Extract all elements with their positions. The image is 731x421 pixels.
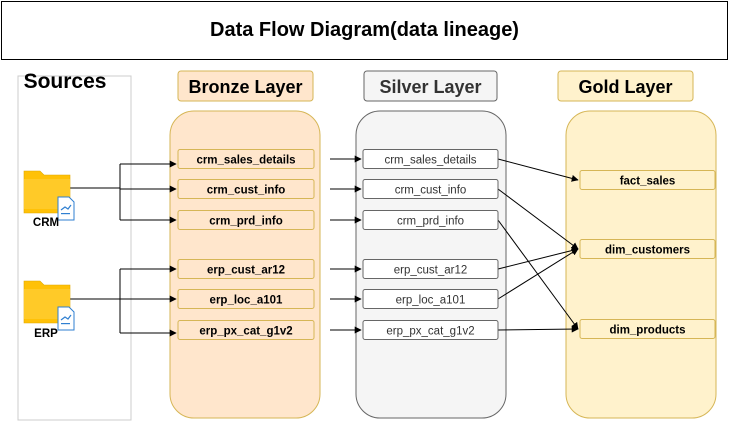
bronze-table-box <box>177 289 315 309</box>
silver-to-gold-connector <box>497 248 579 300</box>
gold-table-box <box>579 239 716 259</box>
bronze-table-box <box>177 179 315 199</box>
folder-document-icon <box>23 170 75 221</box>
bronze-table-box <box>177 320 315 340</box>
bronze-heading: Bronze Layer <box>188 77 302 97</box>
silver-table-node[interactable]: crm_prd_info <box>362 210 499 230</box>
folder-document-icon <box>23 280 75 331</box>
bronze-tables: crm_sales_details crm_cust_info crm_prd_in… <box>177 149 315 340</box>
bronze-table-box <box>177 210 315 230</box>
gold-table-label: fact_sales <box>620 176 676 188</box>
gold-table-node[interactable]: fact_sales <box>579 170 716 190</box>
gold-table-box <box>579 170 716 190</box>
silver-to-gold-connector <box>497 325 579 333</box>
silver-to-gold-connector <box>497 188 579 250</box>
bronze-table-label: crm_prd_info <box>209 216 283 228</box>
bronze-table-node[interactable]: crm_prd_info <box>177 210 315 230</box>
silver-table-label: crm_prd_info <box>397 216 464 228</box>
bronze-table-node[interactable]: erp_loc_a101 <box>177 289 315 309</box>
diagram-title: Data Flow Diagram(data lineage) <box>1 1 728 60</box>
gold-table-node[interactable]: dim_customers <box>579 239 716 259</box>
silver-table-box <box>362 149 499 169</box>
bronze-table-label: erp_px_cat_g1v2 <box>199 326 292 338</box>
gold-layer-container <box>565 110 717 419</box>
silver-table-label: crm_cust_info <box>395 185 467 197</box>
gold-heading: Gold Layer <box>578 77 672 97</box>
silver-table-box <box>362 259 499 279</box>
bronze-table-node[interactable]: crm_sales_details <box>177 149 315 169</box>
bronze-table-box <box>177 259 315 279</box>
silver-table-box <box>362 179 499 199</box>
sources-heading: Sources <box>24 70 107 93</box>
silver-table-node[interactable]: crm_sales_details <box>362 149 499 169</box>
bronze-table-node[interactable]: erp_px_cat_g1v2 <box>177 320 315 340</box>
source-label: CRM <box>33 217 59 229</box>
silver-table-box <box>362 289 499 309</box>
gold-table-label: dim_customers <box>605 245 690 257</box>
gold-heading-box <box>557 70 694 102</box>
silver-heading-box <box>363 70 498 102</box>
bronze-table-label: erp_cust_ar12 <box>207 265 285 277</box>
silver-heading: Silver Layer <box>379 77 481 97</box>
bronze-heading-box <box>177 70 314 102</box>
bronze-table-label: crm_sales_details <box>196 155 295 167</box>
connector-group <box>70 155 579 337</box>
silver-table-label: erp_cust_ar12 <box>394 265 468 277</box>
erp-source[interactable]: ERP <box>23 280 75 340</box>
source-systems: CRM ERP <box>23 170 75 340</box>
crm-source[interactable]: CRM <box>23 170 75 229</box>
source-label: ERP <box>34 328 58 340</box>
silver-table-box <box>362 320 499 340</box>
silver-to-gold-connector <box>497 247 579 270</box>
silver-to-gold-connector <box>497 158 579 182</box>
silver-table-label: erp_px_cat_g1v2 <box>386 326 474 338</box>
gold-table-label: dim_products <box>609 325 685 337</box>
bronze-table-node[interactable]: erp_cust_ar12 <box>177 259 315 279</box>
silver-table-node[interactable]: erp_px_cat_g1v2 <box>362 320 499 340</box>
bronze-table-node[interactable]: crm_cust_info <box>177 179 315 199</box>
bronze-table-label: erp_loc_a101 <box>210 295 283 307</box>
bronze-table-label: crm_cust_info <box>207 185 286 197</box>
gold-table-node[interactable]: dim_products <box>579 319 716 339</box>
silver-table-label: erp_loc_a101 <box>396 295 466 307</box>
silver-table-label: crm_sales_details <box>384 155 476 167</box>
silver-table-node[interactable]: erp_cust_ar12 <box>362 259 499 279</box>
silver-tables: crm_sales_details crm_cust_info crm_prd_in… <box>362 149 499 340</box>
silver-table-node[interactable]: crm_cust_info <box>362 179 499 199</box>
sources-panel <box>17 75 132 421</box>
silver-table-box <box>362 210 499 230</box>
gold-tables: fact_sales dim_customers dim_products <box>579 170 716 339</box>
gold-table-box <box>579 319 716 339</box>
silver-table-node[interactable]: erp_loc_a101 <box>362 289 499 309</box>
bronze-table-box <box>177 149 315 169</box>
